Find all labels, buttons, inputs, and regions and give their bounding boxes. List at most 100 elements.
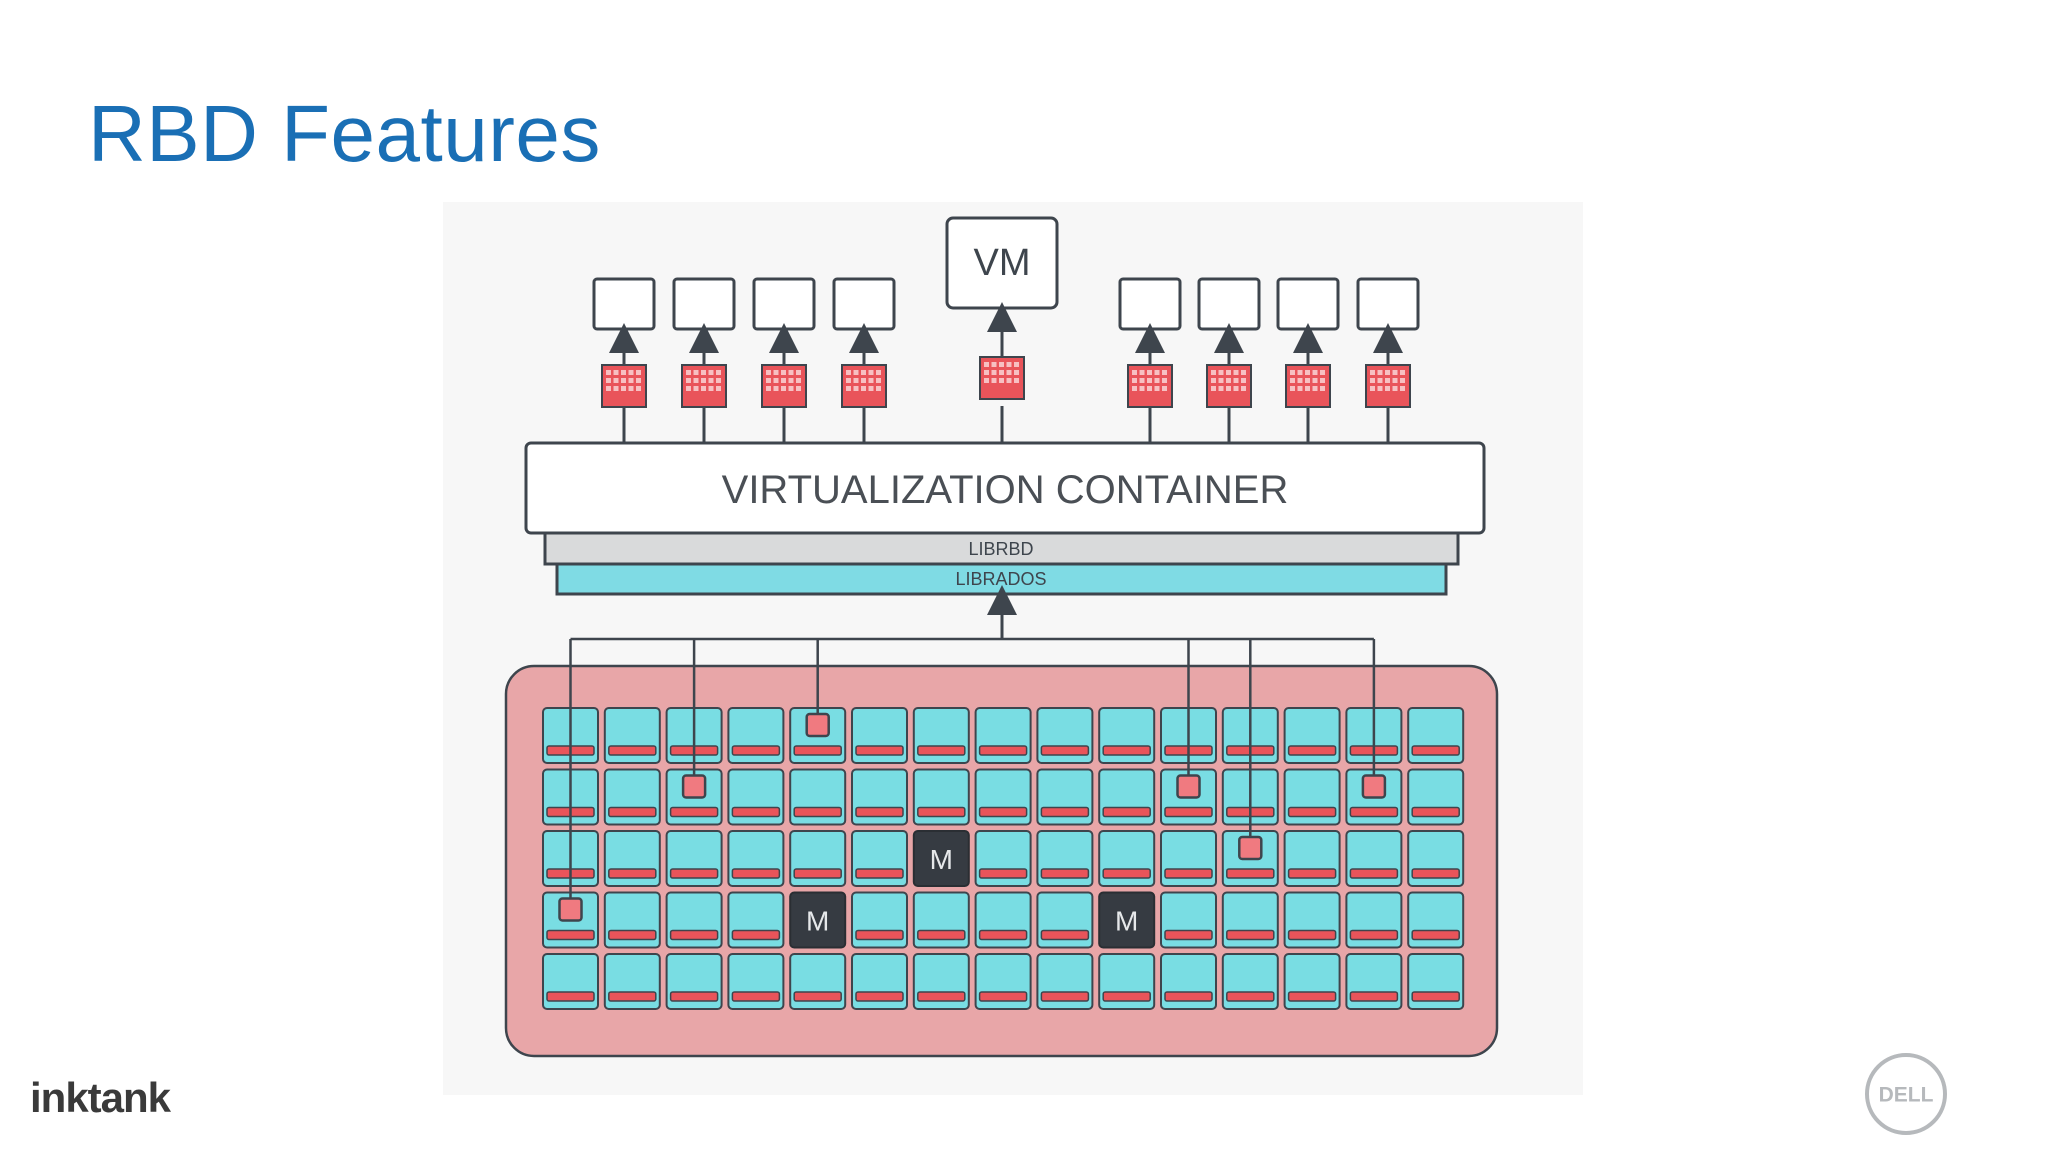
rbd-architecture-diagram: VM LIBRADOS LIBRBD VIRTUALIZATION CONTAI… <box>443 202 1583 1095</box>
osd-node <box>1345 830 1403 887</box>
osd-node <box>542 953 599 1010</box>
osd-node <box>912 768 970 826</box>
osd-node <box>1221 953 1279 1010</box>
osd-node <box>727 953 785 1010</box>
osd-node <box>1221 891 1279 949</box>
osd-node <box>1407 707 1465 764</box>
monitor-label: M <box>1115 906 1138 937</box>
osd-node <box>1407 768 1465 826</box>
osd-node <box>1160 953 1217 1010</box>
data-object <box>805 712 830 738</box>
data-object <box>1176 774 1201 799</box>
cluster-nodes: M M M <box>542 707 1465 1010</box>
osd-node <box>851 768 908 826</box>
osd-node <box>665 830 723 887</box>
disk-box <box>1197 277 1261 331</box>
osd-node <box>603 707 661 764</box>
osd-node <box>912 953 970 1010</box>
osd-node <box>1036 707 1094 764</box>
slide-title: RBD Features <box>88 89 601 178</box>
osd-node <box>1345 953 1403 1010</box>
monitor-node: M <box>1098 891 1156 949</box>
data-object <box>681 774 707 799</box>
data-object <box>558 897 583 922</box>
monitor-label: M <box>806 906 829 937</box>
vm-chip <box>979 302 1025 443</box>
virtual-disk <box>1276 277 1340 443</box>
osd-node <box>1283 768 1341 826</box>
disk-box <box>592 277 656 331</box>
osd-node <box>789 830 847 887</box>
disk-box <box>832 277 896 331</box>
osd-node <box>727 830 785 887</box>
osd-node <box>1098 768 1156 826</box>
object-connectors <box>569 637 1376 899</box>
disk-box <box>1356 277 1420 331</box>
virtual-disk <box>1197 277 1261 443</box>
disk-box <box>1276 277 1340 331</box>
osd-node <box>1160 891 1217 949</box>
osd-node <box>665 768 723 826</box>
osd-node <box>1283 830 1341 887</box>
disk-box <box>672 277 736 331</box>
osd-node <box>912 707 970 764</box>
virtual-disk <box>1356 277 1420 443</box>
osd-node <box>1160 768 1217 826</box>
librados-label: LIBRADOS <box>955 569 1046 589</box>
disk-box <box>1118 277 1182 331</box>
data-object <box>1238 835 1263 861</box>
osd-node <box>1036 768 1094 826</box>
osd-node <box>1407 953 1465 1010</box>
osd-node <box>1283 953 1341 1010</box>
data-object <box>1361 774 1387 799</box>
librbd-label: LIBRBD <box>968 539 1033 559</box>
virtual-disk <box>1118 277 1182 443</box>
osd-node <box>1036 891 1094 949</box>
osd-node <box>727 768 785 826</box>
osd-node <box>1098 707 1156 764</box>
monitor-node: M <box>912 830 970 887</box>
inktank-logo: inktank <box>30 1074 171 1121</box>
osd-node <box>974 891 1032 949</box>
osd-node <box>851 707 908 764</box>
librados-layer: LIBRADOS <box>555 562 1448 596</box>
osd-node <box>974 707 1032 764</box>
osd-node <box>851 830 908 887</box>
osd-node <box>665 891 723 949</box>
osd-node <box>1098 953 1156 1010</box>
osd-node <box>1345 891 1403 949</box>
monitor-node: M <box>789 891 847 949</box>
virtual-disk <box>592 277 656 443</box>
osd-node <box>1345 768 1403 826</box>
osd-node <box>1407 830 1465 887</box>
monitor-label: M <box>930 844 953 875</box>
librbd-layer: LIBRBD <box>543 530 1460 566</box>
osd-node <box>974 953 1032 1010</box>
osd-node <box>1283 707 1341 764</box>
osd-node <box>603 830 661 887</box>
osd-node <box>851 891 908 949</box>
osd-node <box>912 891 970 949</box>
osd-node <box>789 707 847 764</box>
container-label: VIRTUALIZATION CONTAINER <box>722 468 1289 512</box>
virtualization-container: VIRTUALIZATION CONTAINER <box>524 441 1486 535</box>
vm-label: VM <box>974 242 1031 284</box>
osd-node <box>603 891 661 949</box>
osd-node <box>1407 891 1465 949</box>
osd-node <box>603 953 661 1010</box>
osd-node <box>1036 830 1094 887</box>
osd-node <box>1098 830 1156 887</box>
osd-node <box>789 953 847 1010</box>
virtual-disk <box>832 277 896 443</box>
osd-node <box>851 953 908 1010</box>
vm-box: VM <box>945 216 1059 310</box>
osd-node <box>1221 830 1279 887</box>
dell-logo-text: DELL <box>1879 1084 1934 1107</box>
dell-logo: DELL <box>1865 1053 1947 1135</box>
osd-node <box>1160 830 1217 887</box>
osd-node <box>974 768 1032 826</box>
disk-box <box>752 277 816 331</box>
osd-node <box>665 953 723 1010</box>
osd-node <box>603 768 661 826</box>
osd-node <box>727 707 785 764</box>
